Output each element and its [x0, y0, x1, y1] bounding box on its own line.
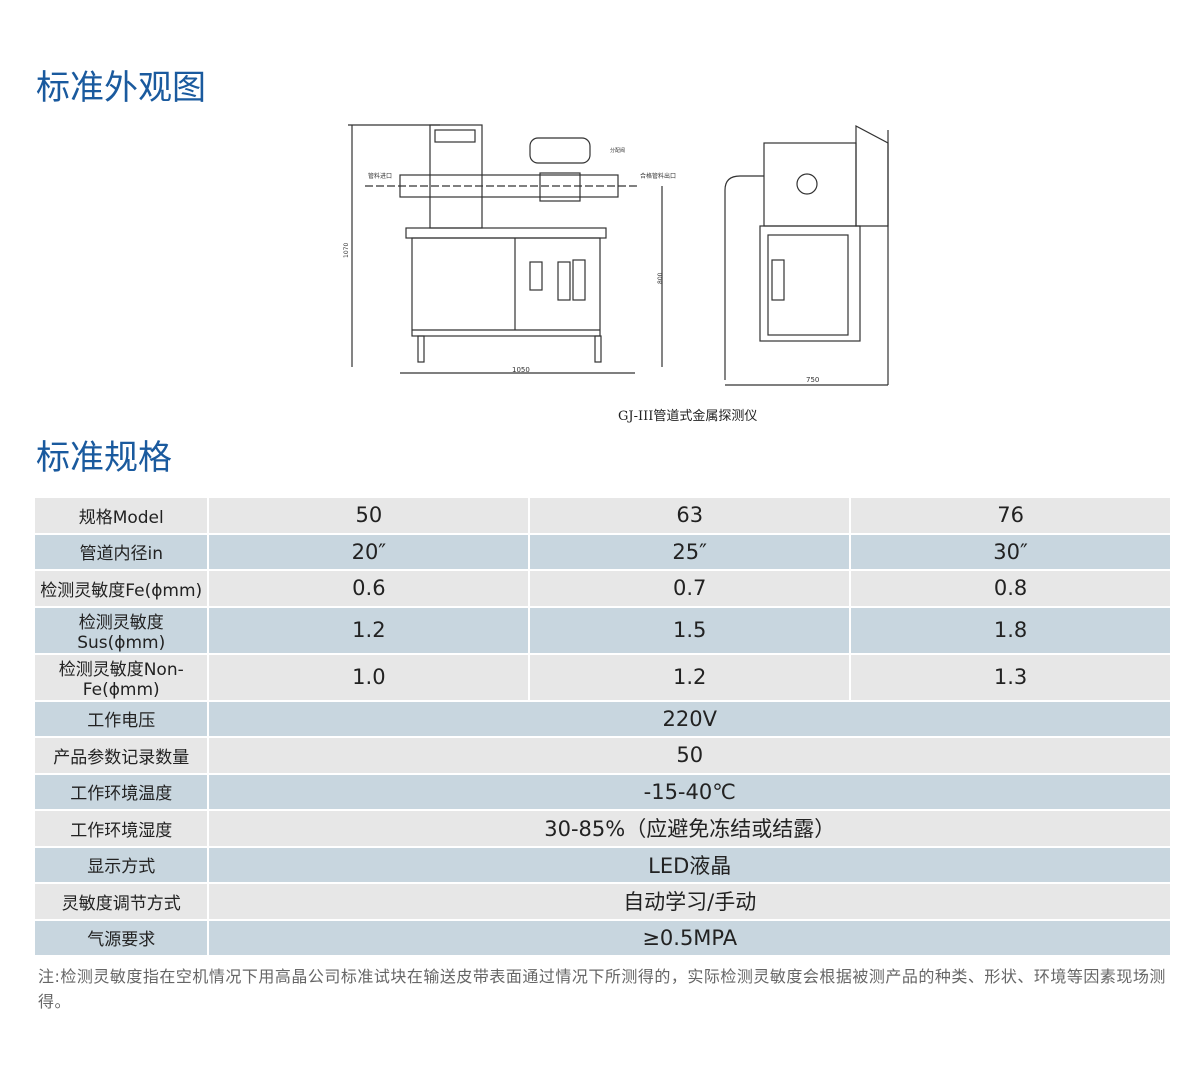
cell-value: 30-85%（应避免冻结或结露） — [209, 811, 1170, 846]
cell-value: -15-40℃ — [209, 774, 1170, 809]
appearance-heading: 标准外观图 — [36, 68, 206, 108]
dim-width-front: 1050 — [512, 366, 530, 374]
cell-value: 220V — [209, 701, 1170, 736]
row-label: 显示方式 — [35, 847, 208, 882]
cell-value: 30″ — [851, 534, 1170, 569]
cell-value: 1.5 — [530, 607, 850, 653]
cell-value: 1.2 — [530, 654, 850, 700]
row-label: 检测灵敏度Sus(ϕmm) — [35, 607, 208, 653]
drawing-caption: GJ-III管道式金属探测仪 — [618, 408, 757, 424]
row-label: 管道内径in — [35, 534, 208, 569]
cell-value: 20″ — [209, 534, 529, 569]
row-label: 工作环境温度 — [35, 774, 208, 809]
row-label: 工作环境湿度 — [35, 811, 208, 846]
valve-label: 分配阀 — [610, 147, 625, 154]
cell-value: 0.8 — [851, 571, 1170, 606]
row-label: 规格Model — [35, 498, 208, 533]
dim-pipe-height: 800 — [657, 272, 664, 284]
cell-value: 25″ — [530, 534, 850, 569]
cell-value: 1.0 — [209, 654, 529, 700]
row-label: 产品参数记录数量 — [35, 738, 208, 773]
outlet-label: 合格管料出口 — [640, 172, 676, 180]
inlet-label: 管料进口 — [368, 172, 392, 180]
cell-value: ≥0.5MPA — [209, 920, 1170, 955]
cell-value: 自动学习/手动 — [209, 884, 1170, 919]
cell-value: 1.3 — [851, 654, 1170, 700]
table-row: 气源要求≥0.5MPA — [35, 920, 1170, 955]
technical-drawing: 1050 管料进口 合格管料出口 分配阀 1070 800 750 GJ-III… — [343, 124, 889, 424]
cell-value: 0.6 — [209, 571, 529, 606]
cell-value: 0.7 — [530, 571, 850, 606]
cell-value: 63 — [530, 498, 850, 533]
side-view: 750 — [724, 125, 889, 386]
front-view: 1050 管料进口 合格管料出口 分配阀 1070 800 — [343, 124, 676, 374]
dim-width-side: 750 — [806, 376, 819, 384]
row-label: 检测灵敏度Non-Fe(ϕmm) — [35, 654, 208, 700]
cell-value: 50 — [209, 498, 529, 533]
row-label: 气源要求 — [35, 920, 208, 955]
spec-heading: 标准规格 — [36, 438, 172, 478]
cell-value: 1.8 — [851, 607, 1170, 653]
dim-height: 1070 — [343, 243, 350, 258]
footnote: 注:检测灵敏度指在空机情况下用高晶公司标准试块在输送皮带表面通过情况下所测得的，… — [38, 967, 1166, 1011]
row-label: 工作电压 — [35, 701, 208, 736]
cell-value: 1.2 — [209, 607, 529, 653]
row-label: 检测灵敏度Fe(ϕmm) — [35, 571, 208, 606]
cell-value: 76 — [851, 498, 1170, 533]
table-row: 灵敏度调节方式自动学习/手动 — [35, 884, 1170, 919]
cell-value: LED液晶 — [209, 847, 1170, 882]
cell-value: 50 — [209, 738, 1170, 773]
row-label: 灵敏度调节方式 — [35, 884, 208, 919]
table-row: 工作环境温度-15-40℃ — [35, 774, 1170, 809]
